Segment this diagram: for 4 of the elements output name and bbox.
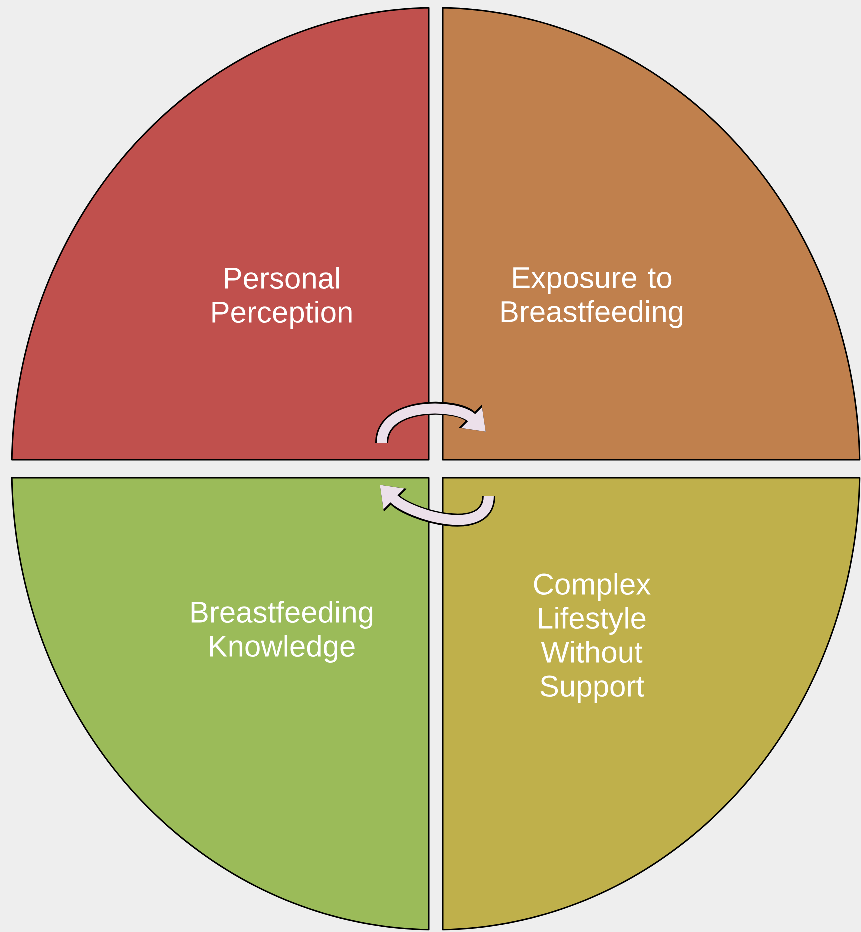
quadrant-sector: Breastfeeding Knowledge xyxy=(11,477,430,931)
quadrant-sector: Exposure to Breastfeeding xyxy=(442,7,861,461)
quadrant-sector: Personal Perception xyxy=(11,7,430,461)
quadrant-sector: Complex Lifestyle Without Support xyxy=(442,477,861,931)
